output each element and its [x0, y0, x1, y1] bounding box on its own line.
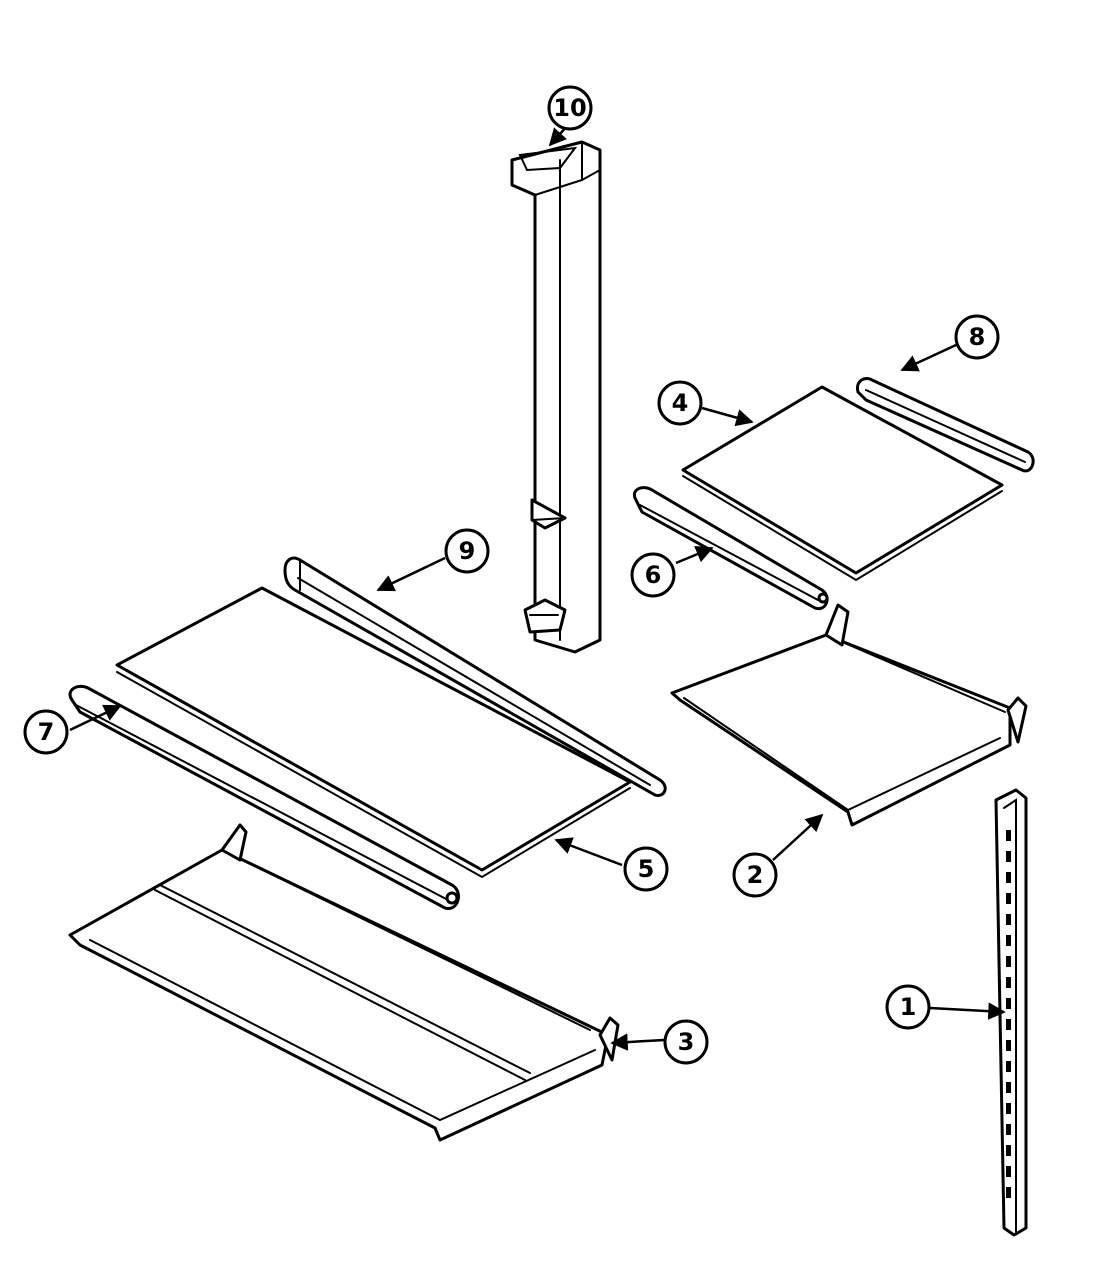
part-7-front-trim [68, 684, 460, 910]
callout-9: 9 [444, 528, 490, 574]
callout-2: 2 [732, 852, 778, 898]
callout-6: 6 [630, 552, 676, 598]
callout-4: 4 [657, 380, 703, 426]
standard-slot [1006, 851, 1011, 862]
leader-lines [69, 124, 1006, 1051]
callout-8-label: 8 [969, 323, 986, 351]
standard-slot [1006, 893, 1011, 904]
callout-2-label: 2 [747, 861, 764, 889]
callout-7: 7 [23, 709, 69, 755]
callout-8: 8 [954, 314, 1000, 360]
standard-slot [1006, 998, 1011, 1009]
callout-3-label: 3 [678, 1028, 695, 1056]
callout-5-label: 5 [638, 855, 655, 883]
standard-slot [1006, 1082, 1011, 1093]
standard-slots [1006, 830, 1011, 1198]
standard-slot [1006, 1019, 1011, 1030]
callout-9-label: 9 [459, 537, 476, 565]
callout-1-label: 1 [900, 993, 917, 1021]
standard-slot [1006, 830, 1011, 841]
standard-slot [1006, 977, 1011, 988]
standard-slot [1006, 1061, 1011, 1072]
part-4-small-shelf-glass [681, 385, 1004, 582]
standard-slot [1006, 1187, 1011, 1198]
part-1-shelf-standard [994, 788, 1028, 1237]
standard-slot [1006, 935, 1011, 946]
standard-slot [1006, 1040, 1011, 1051]
callout-6-label: 6 [645, 561, 662, 589]
part-10-air-duct [510, 140, 602, 654]
callout-4-label: 4 [672, 389, 689, 417]
callout-3: 3 [663, 1019, 709, 1065]
part-8-small-rear-trim [856, 377, 1035, 473]
part-2-small-shelf-frame [670, 603, 1028, 827]
standard-slot [1006, 1166, 1011, 1177]
standard-slot [1006, 1124, 1011, 1135]
part-9-rear-trim [283, 556, 667, 797]
standard-slot [1006, 872, 1011, 883]
callout-10: 10 [547, 85, 593, 131]
callout-7-label: 7 [38, 718, 55, 746]
standard-slot [1006, 1103, 1011, 1114]
callout-10-label: 10 [553, 94, 586, 122]
standard-slot [1006, 956, 1011, 967]
callout-5: 5 [623, 846, 669, 892]
standard-slot [1006, 914, 1011, 925]
standard-slot [1006, 1145, 1011, 1156]
callout-1: 1 [885, 984, 931, 1030]
part-5-large-shelf-glass [115, 586, 632, 879]
part-3-large-shelf-frame [68, 823, 620, 1142]
part-6-small-front-trim [633, 486, 829, 611]
